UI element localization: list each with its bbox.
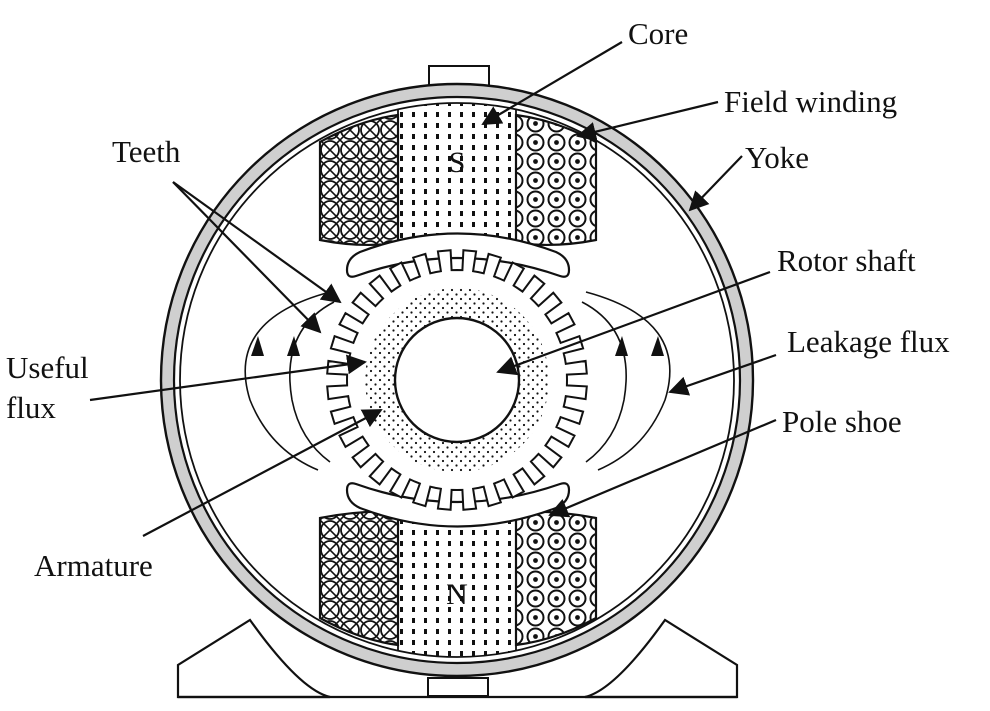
leader-lines	[89, 41, 777, 537]
field-winding-bottom-left	[318, 510, 400, 647]
pole-label-bottom: N	[446, 578, 468, 611]
label-rotor-shaft: Rotor shaft	[777, 243, 916, 278]
label-leakage-flux: Leakage flux	[787, 324, 950, 359]
label-armature: Armature	[34, 548, 153, 583]
label-yoke: Yoke	[745, 140, 809, 175]
rotor-shaft	[393, 316, 521, 444]
field-winding-bottom-right	[514, 510, 598, 647]
machine-base	[176, 618, 739, 699]
label-teeth: Teeth	[112, 134, 181, 169]
label-useful-flux-line1: Useful	[6, 350, 89, 385]
pole-shoe-bottom	[345, 482, 571, 528]
field-winding-top-left	[318, 113, 400, 246]
label-useful-flux-line2: flux	[6, 390, 56, 425]
leakage-flux-lines	[244, 291, 671, 471]
label-core: Core	[628, 16, 688, 51]
armature	[326, 249, 588, 511]
pole-shoe-top	[345, 232, 571, 278]
label-pole-shoe: Pole shoe	[782, 404, 902, 439]
pole-label-top: S	[449, 146, 466, 179]
label-field-winding: Field winding	[724, 84, 897, 119]
